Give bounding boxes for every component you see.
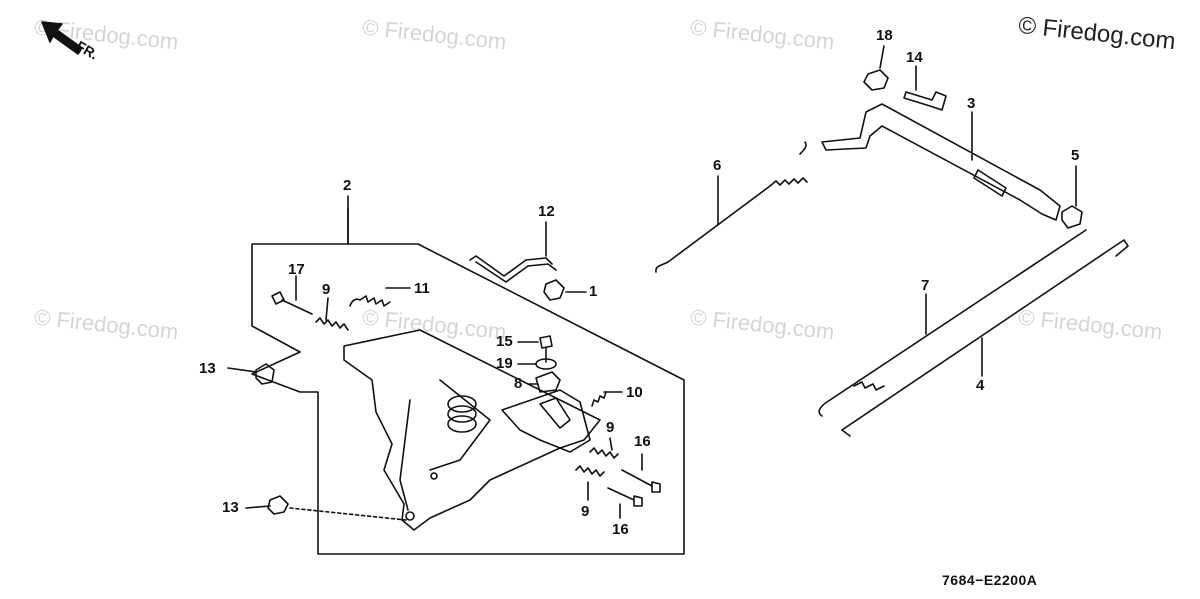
bolt-part-16-lower (607, 487, 643, 519)
callout-11: 11 (414, 280, 430, 297)
callout-6: 6 (713, 157, 722, 174)
rod-part-4 (841, 239, 1129, 437)
control-base-plate (343, 329, 601, 531)
bolt-part-16-upper (621, 453, 661, 493)
nut-part-18 (863, 45, 889, 91)
callout-9c: 9 (581, 503, 590, 520)
spring-part-10 (591, 391, 623, 407)
callout-9b: 9 (606, 419, 615, 436)
callout-14: 14 (906, 49, 923, 66)
callout-4: 4 (976, 377, 985, 394)
part-8 (527, 371, 561, 393)
callout-16b: 16 (612, 521, 629, 538)
bolt-part-13-upper (227, 363, 275, 385)
callout-10: 10 (626, 384, 643, 401)
cable-part-7 (818, 229, 1087, 417)
bolt-part-13-lower (245, 495, 407, 521)
bracket-part-12 (469, 221, 557, 283)
bolt-part-17 (271, 275, 313, 315)
callout-18: 18 (876, 27, 893, 44)
callout-5: 5 (1071, 147, 1080, 164)
bolt-part-14 (903, 65, 947, 111)
nut-part-5 (1061, 165, 1083, 229)
assembly-frame-outline (251, 207, 685, 555)
callout-15: 15 (496, 333, 513, 350)
callout-9a: 9 (322, 281, 331, 298)
lever-part-3 (821, 103, 1061, 221)
clip-part-1 (543, 279, 587, 301)
callout-12: 12 (538, 203, 555, 220)
callout-13a: 13 (199, 360, 216, 377)
callout-19: 19 (496, 355, 513, 372)
callout-7: 7 (921, 277, 930, 294)
spring-part-9-lower (575, 465, 605, 501)
spring-part-11 (349, 287, 411, 307)
cable-part-6 (655, 141, 808, 273)
front-direction-arrow-icon (41, 21, 83, 55)
diagram-code: 7684−E2200A (942, 572, 1038, 588)
spring-assembly (447, 395, 477, 433)
callout-17: 17 (288, 261, 305, 278)
spring-part-9-upper (315, 297, 349, 331)
washer-part-19 (517, 358, 557, 370)
callout-16a: 16 (634, 433, 651, 450)
callout-3: 3 (967, 95, 976, 112)
callout-2: 2 (343, 177, 352, 194)
spring-part-9-mid (589, 437, 619, 459)
callout-1: 1 (589, 283, 598, 300)
callout-8: 8 (514, 375, 523, 392)
screw-part-15 (517, 335, 553, 363)
callout-13b: 13 (222, 499, 239, 516)
